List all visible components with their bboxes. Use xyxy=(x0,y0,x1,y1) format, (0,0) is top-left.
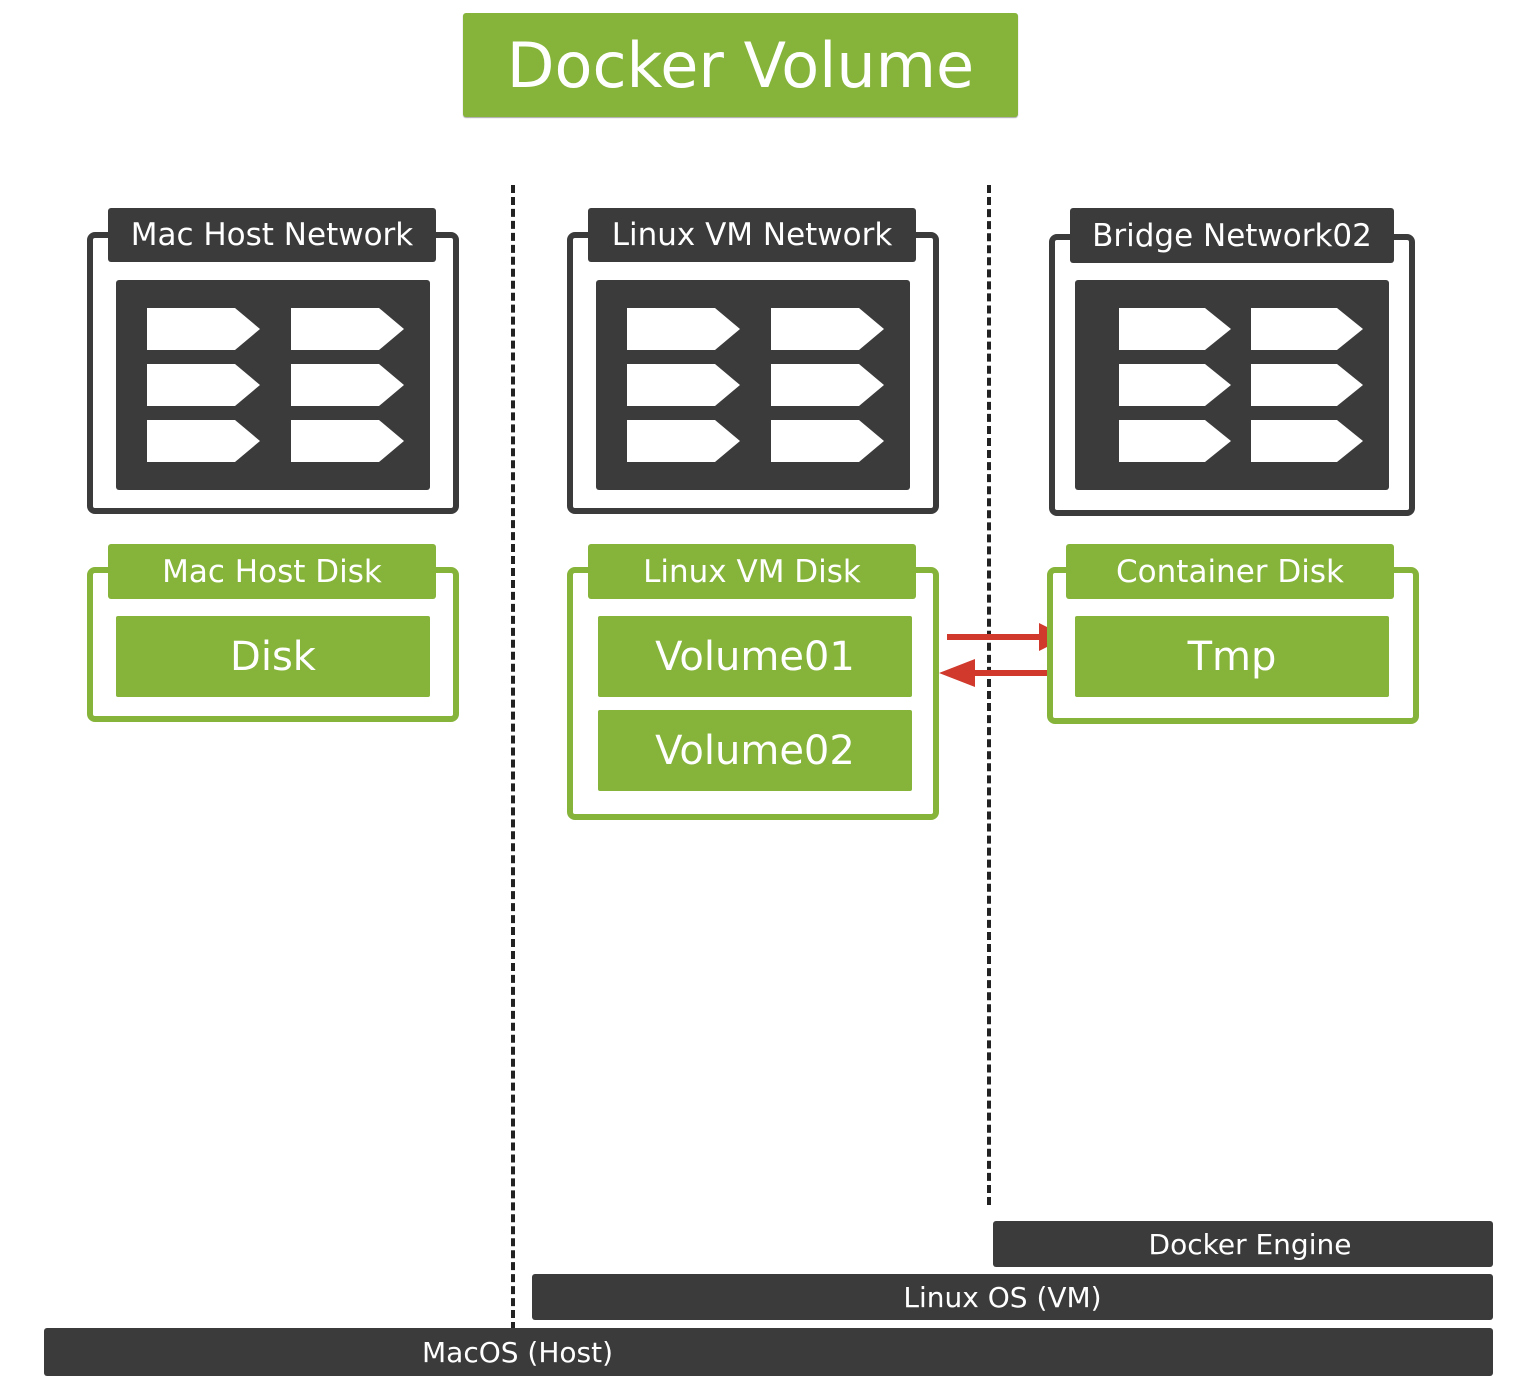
disk-block: Disk xyxy=(116,616,430,697)
linux-vm-network-label: Linux VM Network xyxy=(588,208,916,262)
volume02-block: Volume02 xyxy=(598,710,912,791)
separator-right xyxy=(987,185,991,1205)
mac-host-network-label: Mac Host Network xyxy=(108,208,436,262)
docker-engine-layer: Docker Engine xyxy=(993,1221,1493,1267)
linux-os-layer: Linux OS (VM) xyxy=(532,1274,1493,1320)
server-rack-icon xyxy=(1075,280,1389,490)
double-arrow-icon xyxy=(939,623,1067,687)
server-rack-icon xyxy=(596,280,910,490)
mac-host-disk-label: Mac Host Disk xyxy=(108,544,436,599)
container-disk-label: Container Disk xyxy=(1066,544,1394,599)
linux-vm-disk-label: Linux VM Disk xyxy=(588,544,916,599)
separator-left xyxy=(511,185,515,1330)
tmp-block: Tmp xyxy=(1075,616,1389,697)
volume01-block: Volume01 xyxy=(598,616,912,697)
diagram-title: Docker Volume xyxy=(463,13,1018,117)
bridge-network-label: Bridge Network02 xyxy=(1070,208,1394,263)
macos-layer: MacOS (Host) xyxy=(44,1328,1493,1376)
server-rack-icon xyxy=(116,280,430,490)
